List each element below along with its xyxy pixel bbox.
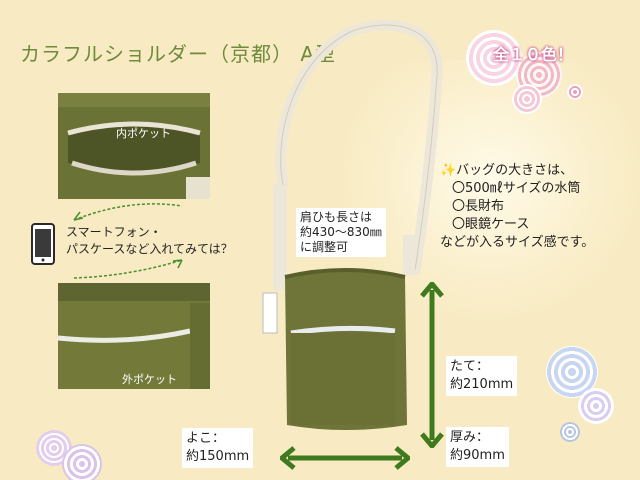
size-note-line2: 〇500㎖サイズの水筒 [452, 181, 581, 196]
pattern-circle-violet [62, 444, 102, 480]
strap-length-note: 肩ひも長さは 約430〜830㎜ に調整可 [296, 208, 386, 257]
size-note-line5: などが入るサイズ感です。 [440, 235, 595, 250]
pattern-circle-pink [466, 30, 522, 86]
height-value: 約210mm [450, 377, 514, 392]
outer-pocket-illustration [58, 283, 210, 389]
strap-note-line3: に調整可 [300, 240, 349, 254]
page-title: カラフルショルダー（京都） A型 [20, 42, 337, 66]
inner-pocket-photo: 内ポケット [58, 93, 210, 199]
height-dimension: たて： 約210mm [446, 356, 518, 396]
shoulder-bag-illustration [262, 19, 443, 430]
pattern-circle-small [567, 84, 583, 100]
depth-label: 厚み： [450, 430, 490, 445]
size-description: ✨バッグの大きさは、 〇500㎖サイズの水筒 〇長財布 〇眼鏡ケース などが入る… [440, 162, 594, 252]
width-dimension: よこ： 約150mm [182, 428, 254, 468]
height-arrow-icon [420, 282, 444, 448]
inner-pocket-illustration [58, 93, 210, 199]
depth-dimension: 厚み： 約90mm [446, 427, 509, 467]
width-value: 約150mm [186, 449, 250, 464]
inner-pocket-label: 内ポケット [116, 127, 171, 140]
curved-arrow-up-icon [73, 203, 183, 221]
outer-pocket-label: 外ポケット [122, 373, 177, 386]
size-note-line4: 〇眼鏡ケース [452, 217, 530, 232]
size-note-line3: 〇長財布 [452, 199, 505, 214]
strap-note-line1: 肩ひも長さは [300, 210, 373, 224]
pattern-circle-rose [512, 84, 542, 114]
phone-caption-line1: スマートフォン・ [66, 225, 162, 239]
smartphone-icon [31, 223, 55, 265]
phone-caption-line2: パスケースなど入れてみては？ [66, 242, 233, 256]
width-arrow-icon [280, 446, 410, 470]
pattern-circle-navy [560, 422, 580, 442]
height-label: たて： [450, 359, 490, 374]
width-label: よこ： [186, 431, 226, 446]
color-count-badge: 全１０色！ [493, 45, 574, 64]
pattern-circle-lavender [578, 388, 614, 424]
outer-pocket-photo: 外ポケット [58, 283, 210, 389]
depth-value: 約90mm [450, 448, 505, 463]
curved-arrow-down-icon [73, 259, 183, 279]
strap-note-line2: 約430〜830㎜ [300, 225, 382, 239]
size-note-line1: ✨バッグの大きさは、 [440, 163, 574, 178]
